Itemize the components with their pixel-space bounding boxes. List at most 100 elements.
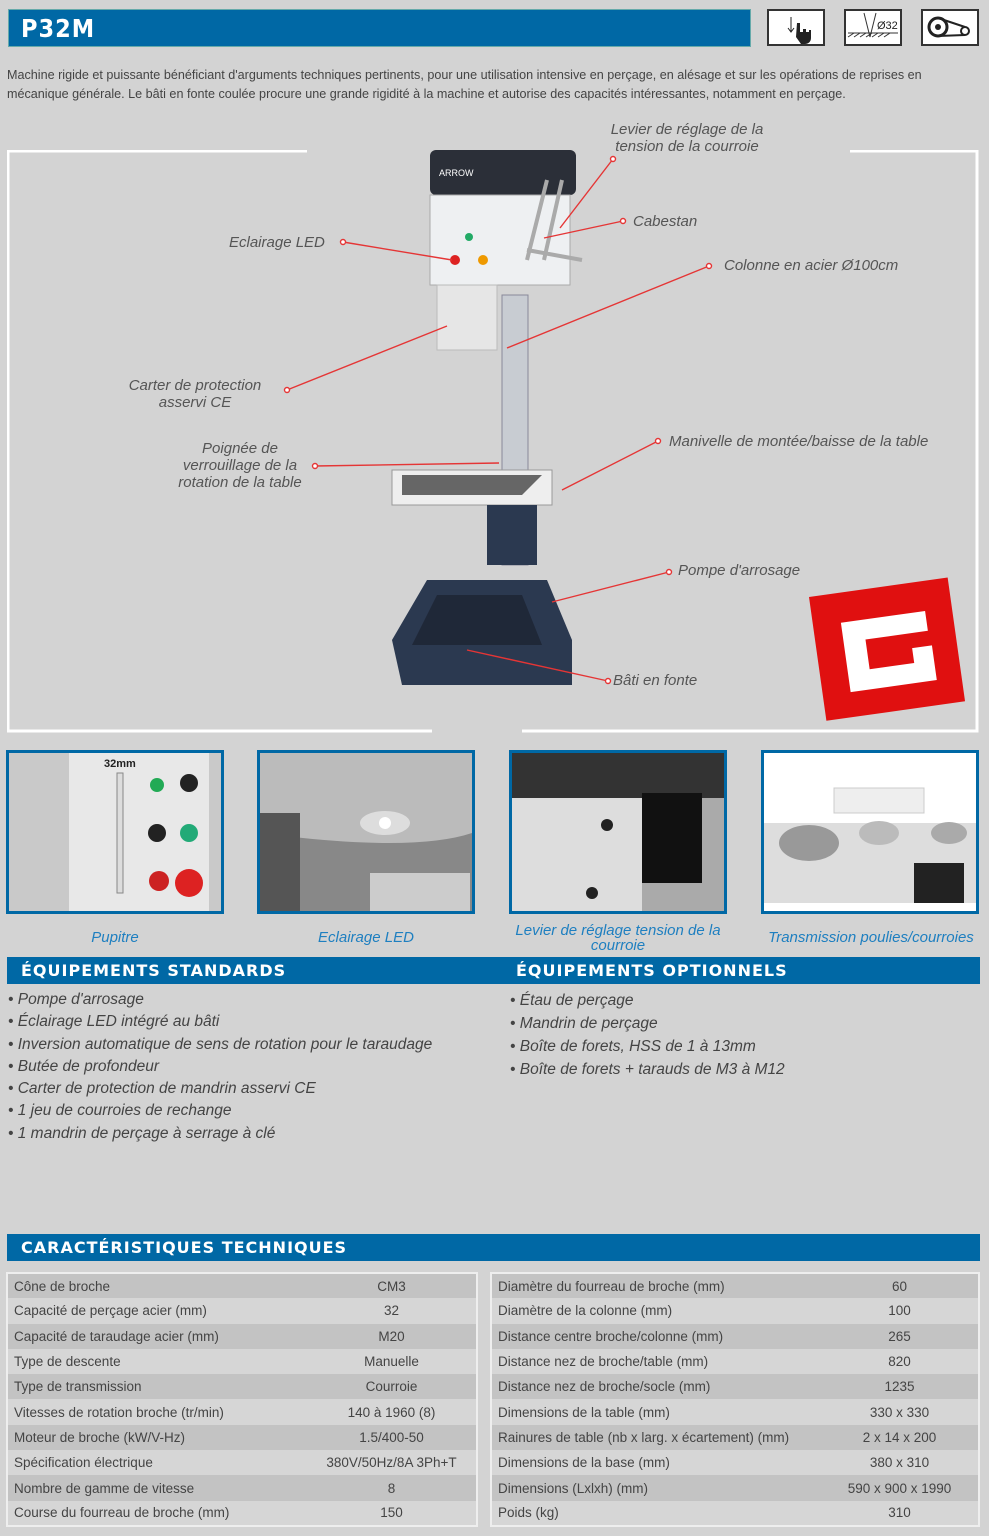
spec-value: 380V/50Hz/8A 3Ph+T [326,1455,457,1471]
list-item: Boîte de forets, HSS de 1 à 13mm [510,1035,785,1058]
spec-label: Diamètre du fourreau de broche (mm) [498,1278,725,1294]
table-row: Dimensions de la table (mm) 330 x 330 [491,1399,979,1425]
spec-value: 32 [383,1303,400,1319]
list-item: 1 jeu de courroies de rechange [8,1100,432,1122]
spec-value: M20 [378,1328,405,1344]
spec-label: Poids (kg) [498,1505,559,1521]
spec-value: Manuelle [364,1354,419,1370]
spec-value: 140 à 1960 (8) [347,1404,436,1420]
callout-pompe: Pompe d'arrosage [678,562,801,579]
table-row: Distance nez de broche/socle (mm) 1235 [491,1374,979,1400]
list-item: Éclairage LED intégré au bâti [8,1011,432,1033]
spec-label: Distance nez de broche/socle (mm) [498,1379,711,1395]
spec-label: Distance nez de broche/table (mm) [498,1354,709,1370]
capacity-label: Ø32 [877,20,898,32]
list-item: Étau de perçage [510,989,785,1012]
spec-value: 2 x 14 x 200 [862,1429,937,1445]
list-item: Pompe d'arrosage [8,989,432,1011]
list-item: Inversion automatique de sens de rotatio… [8,1034,432,1056]
spec-value: 8 [387,1480,396,1496]
callout-levier: Levier de réglage de la tension de la co… [610,121,764,155]
thumb-transmission [761,750,979,914]
spec-label: Course du fourreau de broche (mm) [14,1505,230,1521]
table-row: Moteur de broche (kW/V-Hz) 1.5/400-50 [7,1424,477,1451]
callout-eclairage: Eclairage LED [229,234,325,251]
spec-label: Rainures de table (nb x larg. x écarteme… [498,1429,790,1445]
callout-cabestan: Cabestan [633,213,698,230]
thumb-pupitre: 32mm [6,750,224,914]
spec-value: 60 [891,1278,908,1294]
list-item: Butée de profondeur [8,1056,432,1078]
spec-label: Vitesses de rotation broche (tr/min) [14,1404,224,1420]
thumb-label: 32mm [104,758,136,770]
spec-value: CM3 [377,1278,406,1294]
spec-value: 820 [888,1354,911,1370]
intro-text: Machine rigide et puissante bénéficiant … [7,68,922,101]
table-row: Dimensions (Lxlxh) (mm) 590 x 900 x 1990 [491,1475,979,1501]
table-row: Cône de broche CM3 [7,1273,477,1299]
thumb-caption: Eclairage LED [318,929,414,946]
table-row: Nombre de gamme de vitesse 8 [7,1475,477,1501]
thumb-caption: Levier de réglage tension de la courroie [515,922,721,954]
spec-value: 150 [380,1505,403,1521]
table-row: Dimensions de la base (mm) 380 x 310 [491,1450,979,1476]
table-row: Distance nez de broche/table (mm) 820 [491,1348,979,1375]
list-item: Boîte de forets + tarauds de M3 à M12 [510,1058,785,1081]
list-item: Mandrin de perçage [510,1012,785,1035]
table-row: Type de descente Manuelle [7,1348,477,1375]
standards-list: Pompe d'arrosage Éclairage LED intégré a… [8,989,432,1145]
spec-value: 380 x 310 [869,1455,930,1471]
spec-label: Dimensions de la table (mm) [498,1404,670,1420]
table-row: Vitesses de rotation broche (tr/min) 140 … [7,1399,477,1425]
spec-value: 1.5/400-50 [359,1429,424,1445]
spec-label: Cône de broche [14,1278,111,1294]
drilling-capacity-32-icon: Ø32 [844,9,902,46]
table-row: Poids (kg) 310 [491,1500,979,1526]
spec-value: 310 [888,1505,911,1521]
thumb-eclairage [257,750,475,914]
list-item: 1 mandrin de perçage à serrage à clé [8,1123,432,1145]
belt-transmission-icon [921,9,979,46]
spec-label: Capacité de taraudage acier (mm) [14,1328,219,1344]
spec-label: Moteur de broche (kW/V-Hz) [14,1429,186,1445]
spec-value: Courroie [365,1379,418,1395]
page-title: P32M [8,9,751,47]
optionnels-heading: ÉQUIPEMENTS OPTIONNELS [502,957,980,984]
spec-value: 100 [888,1303,911,1319]
spec-label: Nombre de gamme de vitesse [14,1480,195,1496]
spec-label: Dimensions de la base (mm) [498,1455,670,1471]
thumb-caption: Transmission poulies/courroies [768,929,974,946]
table-row: Type de transmission Courroie [7,1374,477,1400]
table-row: Spécification électrique 380V/50Hz/8A 3Ph… [7,1450,477,1476]
spec-label: Spécification électrique [14,1455,153,1471]
callout-manivelle: Manivelle de montée/baisse de la table [669,433,929,450]
spec-label: Diamètre de la colonne (mm) [498,1303,673,1319]
callout-colonne: Colonne en acier Ø100cm [724,257,899,274]
table-row: Capacité de perçage acier (mm)32 [7,1298,477,1324]
optionnels-list: Étau de perçage Mandrin de perçage Boîte… [510,989,785,1081]
table-row: Diamètre du fourreau de broche (mm) 60 [491,1273,979,1299]
spec-label: Dimensions (Lxlxh) (mm) [498,1480,649,1496]
callout-poignee: Poignée de verrouillage de la rotation d… [178,440,302,491]
brand-logo: ARROW [439,168,474,178]
thumb-levier [509,750,727,914]
spec-value: 265 [888,1328,911,1344]
brand-logo-red [809,577,966,721]
spec-label: Type de descente [14,1354,121,1370]
machine-illustration: ARROW [7,150,979,733]
callout-carter: Carter de protection asservi CE [128,377,262,411]
spec-value: 330 x 330 [869,1404,930,1420]
table-row: Course du fourreau de broche (mm) 150 [7,1500,477,1526]
callout-bati: Bâti en fonte [613,672,698,689]
spec-value: 590 x 900 x 1990 [847,1480,952,1496]
table-row: Distance centre broche/colonne (mm) 265 [491,1323,979,1349]
spec-value: 1235 [884,1379,915,1395]
manual-feed-hand-icon [767,9,825,46]
standards-heading: ÉQUIPEMENTS STANDARDS [7,957,502,984]
spec-label: Type de transmission [14,1379,142,1395]
table-row: Diamètre de la colonne (mm) 100 [491,1298,979,1324]
table-row: Rainures de table (nb x larg. x écarteme… [491,1424,979,1451]
spec-label: Distance centre broche/colonne (mm) [498,1328,724,1344]
list-item: Carter de protection de mandrin asservi … [8,1078,432,1100]
